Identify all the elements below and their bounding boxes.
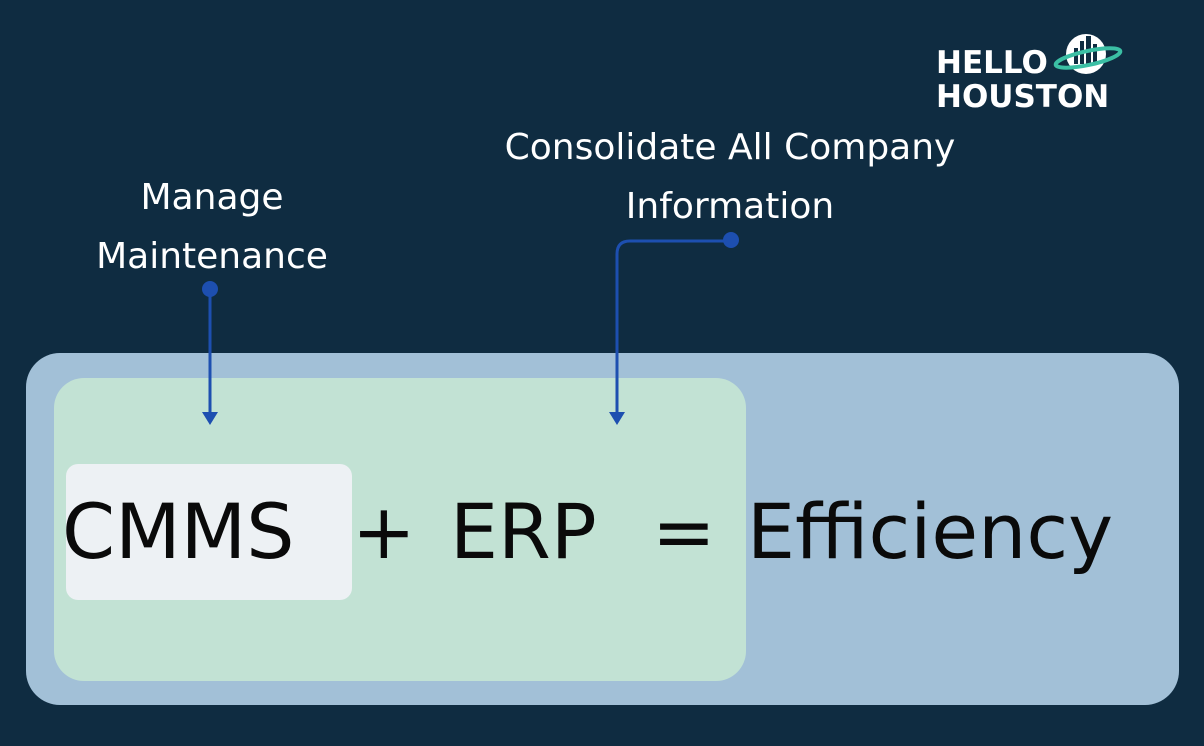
- connector-consolidate-line: [615, 239, 731, 414]
- connector-consolidate: [609, 232, 739, 425]
- equation-term-cmms: CMMS: [62, 487, 295, 576]
- annotation-consolidate-information: Consolidate All Company Information: [504, 127, 956, 227]
- equation-result-efficiency: Efficiency: [747, 487, 1114, 576]
- annotation-manage-maintenance: Manage Maintenance: [96, 177, 328, 277]
- equation-plus-operator: +: [352, 487, 416, 576]
- hello-houston-logo: HELLO HOUSTON: [936, 34, 1126, 116]
- equation-equals-operator: =: [652, 487, 716, 576]
- equation-term-erp: ERP: [450, 487, 597, 576]
- connector-consolidate-arrowhead: [609, 412, 625, 425]
- logo-line-houston: HOUSTON: [936, 79, 1110, 115]
- logo-skyline-orbit-icon: [1053, 34, 1123, 74]
- connector-maintenance-arrowhead: [202, 412, 218, 425]
- connector-maintenance: [202, 281, 218, 425]
- cmms-highlight: [66, 464, 352, 600]
- logo-line-hello: HELLO: [936, 45, 1048, 81]
